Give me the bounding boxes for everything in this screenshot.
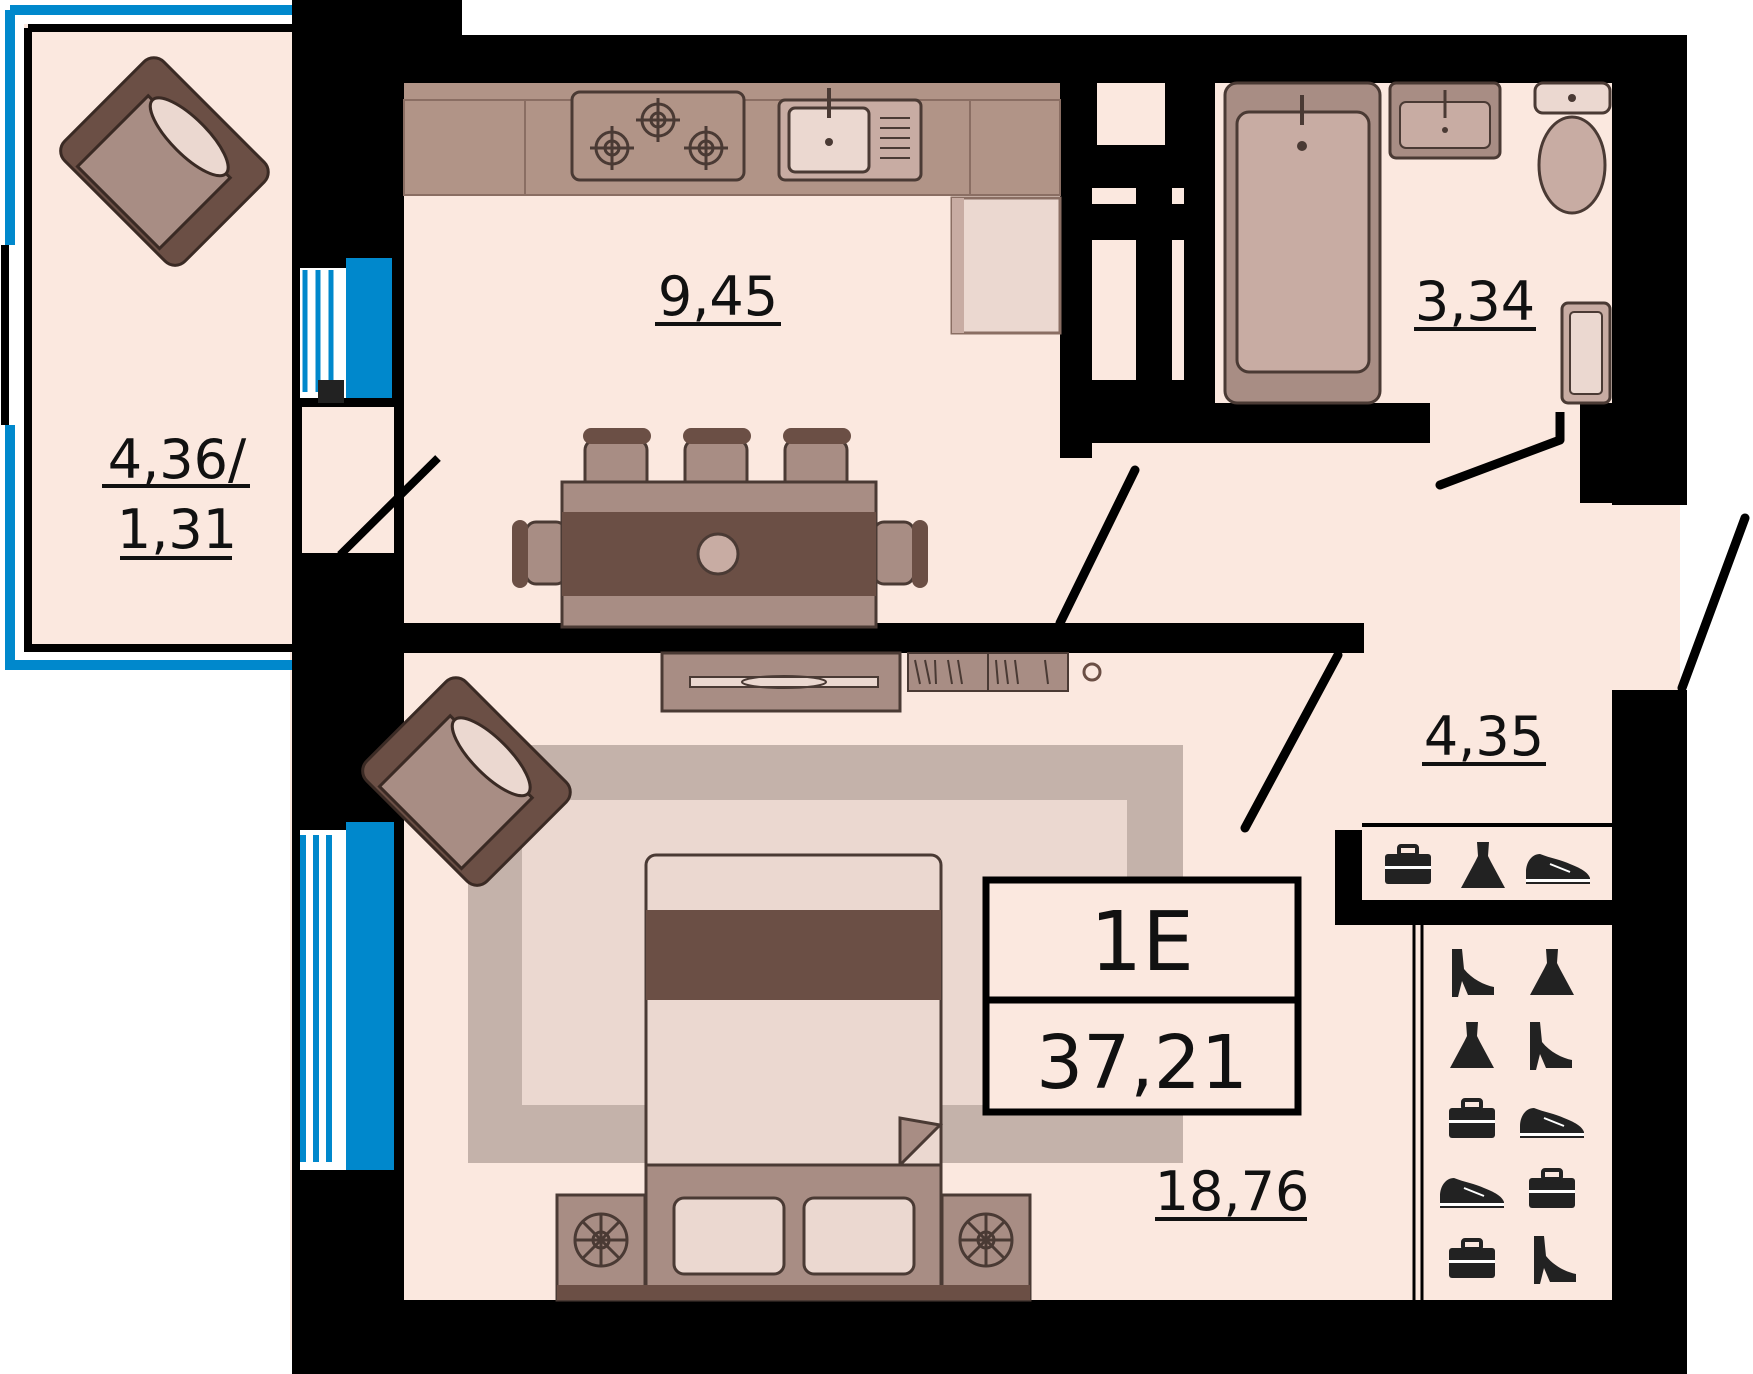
sink-icon (1388, 81, 1502, 160)
door-swing (337, 455, 441, 558)
bathroom-area-label: 3,34 (1415, 270, 1535, 333)
kitchen-area-label: 9,45 (658, 265, 778, 328)
wall (1612, 35, 1687, 505)
bath-door-swing (1435, 435, 1565, 490)
label-underline (655, 322, 781, 326)
label-underline (1155, 1217, 1307, 1221)
bedroom-window (300, 835, 332, 1162)
wall (292, 1300, 1687, 1374)
shaft (1092, 240, 1136, 380)
shaft (1172, 188, 1184, 204)
label-underline (1414, 327, 1536, 331)
wardrobe-icon (1408, 925, 1612, 1300)
balcony-window (5, 5, 292, 245)
shaft (1097, 83, 1165, 145)
armchair-icon (59, 56, 270, 267)
shaft (1172, 240, 1184, 380)
label-underline (1422, 762, 1546, 766)
stove-icon (570, 90, 746, 182)
fridge-icon (950, 196, 1062, 335)
apartment-badge: 1E 37,21 (982, 876, 1302, 1116)
wall (1580, 403, 1612, 503)
toilet-icon (1533, 81, 1612, 215)
kitchen-door-swing (1055, 465, 1140, 628)
bed-icon (555, 853, 1032, 1302)
wall (1060, 83, 1092, 458)
wardrobe-icon (1362, 823, 1652, 900)
armchair-icon (361, 676, 572, 887)
wall (1060, 403, 1430, 443)
balcony-window (5, 425, 292, 670)
balcony-area-label: 1,31 (117, 498, 237, 561)
wall (1612, 690, 1687, 1374)
label-underline (120, 556, 232, 560)
apartment-type: 1E (1090, 895, 1194, 990)
label-underline (102, 484, 250, 488)
entry-door-swing (1677, 513, 1750, 693)
balcony-wall (1, 24, 292, 652)
apartment-total-area: 37,21 (1036, 1020, 1248, 1106)
balcony-area-label: 4,36/ (108, 428, 247, 491)
hallway-floor (1612, 505, 1652, 690)
dining-table-icon (512, 428, 928, 629)
counter-divider (524, 100, 971, 195)
sink-icon (777, 88, 923, 182)
bedroom-window (346, 822, 394, 1170)
wall (292, 35, 1687, 83)
shaft (1092, 188, 1136, 204)
tv-stand-icon (660, 651, 1102, 713)
washer-icon (1560, 301, 1612, 405)
bedroom-door-swing (1240, 650, 1343, 833)
bathtub-icon (1223, 81, 1382, 405)
bedroom-area-label: 18,76 (1155, 1160, 1310, 1223)
kitchen-window (346, 258, 392, 398)
balcony-door (298, 403, 398, 557)
kitchen-window (302, 270, 334, 392)
hallway-area-label: 4,35 (1424, 705, 1544, 768)
wall (404, 623, 1364, 653)
